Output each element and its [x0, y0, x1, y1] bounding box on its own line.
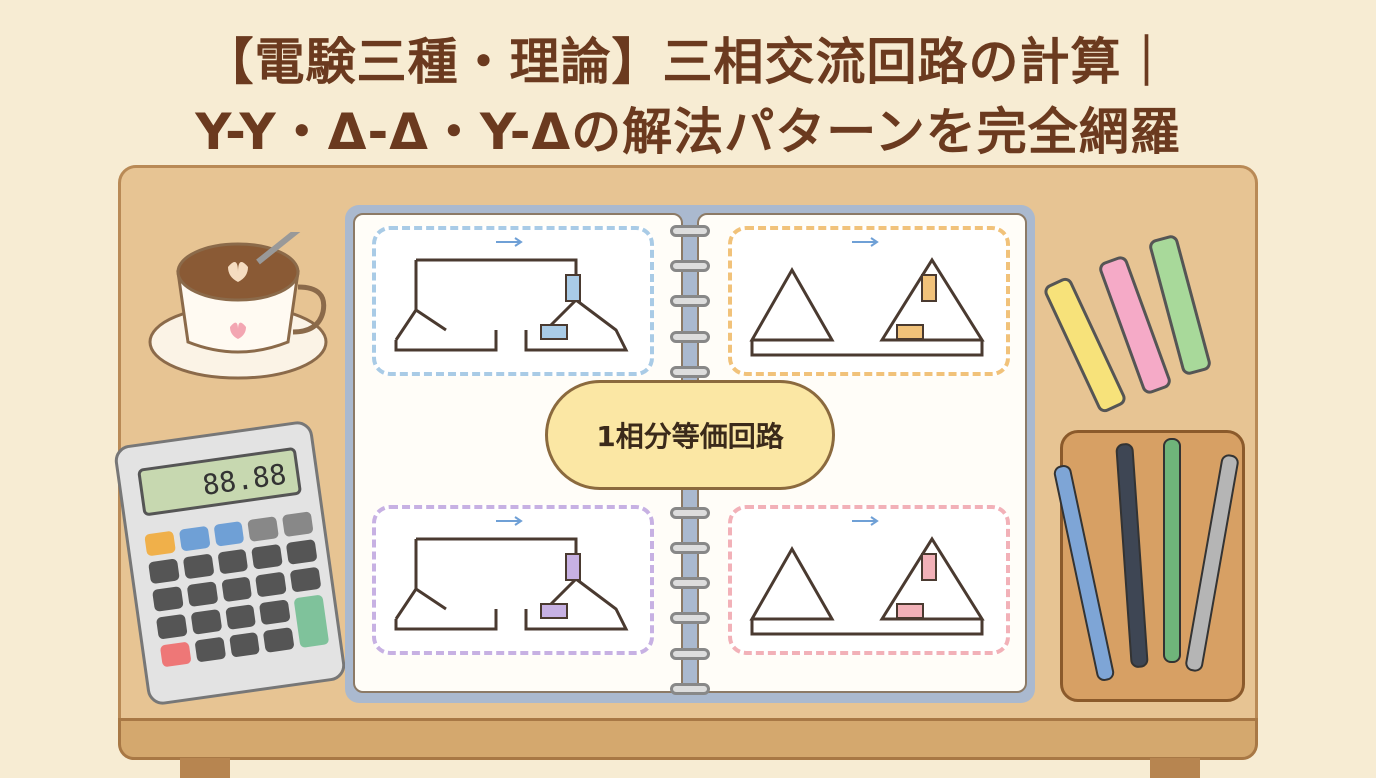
black-pen: [1115, 442, 1149, 669]
desk-edge: [118, 718, 1258, 760]
coffee-cup: [148, 219, 328, 382]
calculator-key: [285, 539, 318, 565]
calculator-keypad: [144, 511, 330, 668]
calculator-key: [178, 525, 211, 552]
mechanical-pencil: [1184, 453, 1240, 673]
calculator-key: [247, 516, 280, 542]
desk-leg: [1150, 758, 1200, 778]
desk-leg: [180, 758, 230, 778]
blue-pen: [1052, 463, 1116, 683]
calculator-key: [186, 581, 219, 608]
equivalent-circuit-cloud: 1相分等価回路: [545, 380, 835, 490]
circuit-diagram: [749, 516, 985, 636]
equivalent-circuit-label: 1相分等価回路: [596, 420, 784, 453]
circuit-panel-y-y: [372, 226, 654, 376]
calculator-key: [259, 599, 291, 626]
calculator-key: [213, 520, 245, 547]
calculator: 88.88: [112, 419, 348, 707]
calculator-key: [293, 594, 330, 648]
green-pen: [1163, 438, 1181, 663]
calculator-key: [182, 553, 215, 580]
calculator-key: [220, 576, 253, 603]
title-line-1: 【電験三種・理論】三相交流回路の計算｜: [203, 33, 1173, 91]
calculator-key: [144, 530, 176, 557]
calculator-key: [190, 608, 222, 635]
calculator-key: [217, 548, 249, 575]
calculator-key: [251, 543, 284, 570]
calculator-key: [255, 571, 287, 598]
title-line-2: Y-Y・Δ-Δ・Y-Δの解法パターンを完全網羅: [195, 103, 1181, 161]
circuit-panel-delta-y: [728, 505, 1010, 655]
calculator-key: [289, 566, 322, 593]
calculator-key: [152, 586, 184, 612]
calculator-key: [155, 613, 188, 640]
calculator-key: [148, 558, 180, 585]
calculator-key: [224, 604, 257, 630]
circuit-panel-delta-delta: [728, 226, 1010, 376]
circuit-diagram: [394, 237, 629, 352]
circuit-diagram: [749, 237, 985, 357]
calculator-key: [194, 636, 226, 663]
calculator-key: [159, 641, 192, 668]
pen-tray: [1052, 430, 1245, 702]
calculator-key: [263, 627, 295, 653]
circuit-panel-y-delta: [372, 505, 654, 655]
calculator-display: 88.88: [137, 446, 303, 517]
calculator-key: [282, 511, 314, 538]
calculator-key: [228, 631, 261, 658]
circuit-diagram: [394, 516, 629, 631]
